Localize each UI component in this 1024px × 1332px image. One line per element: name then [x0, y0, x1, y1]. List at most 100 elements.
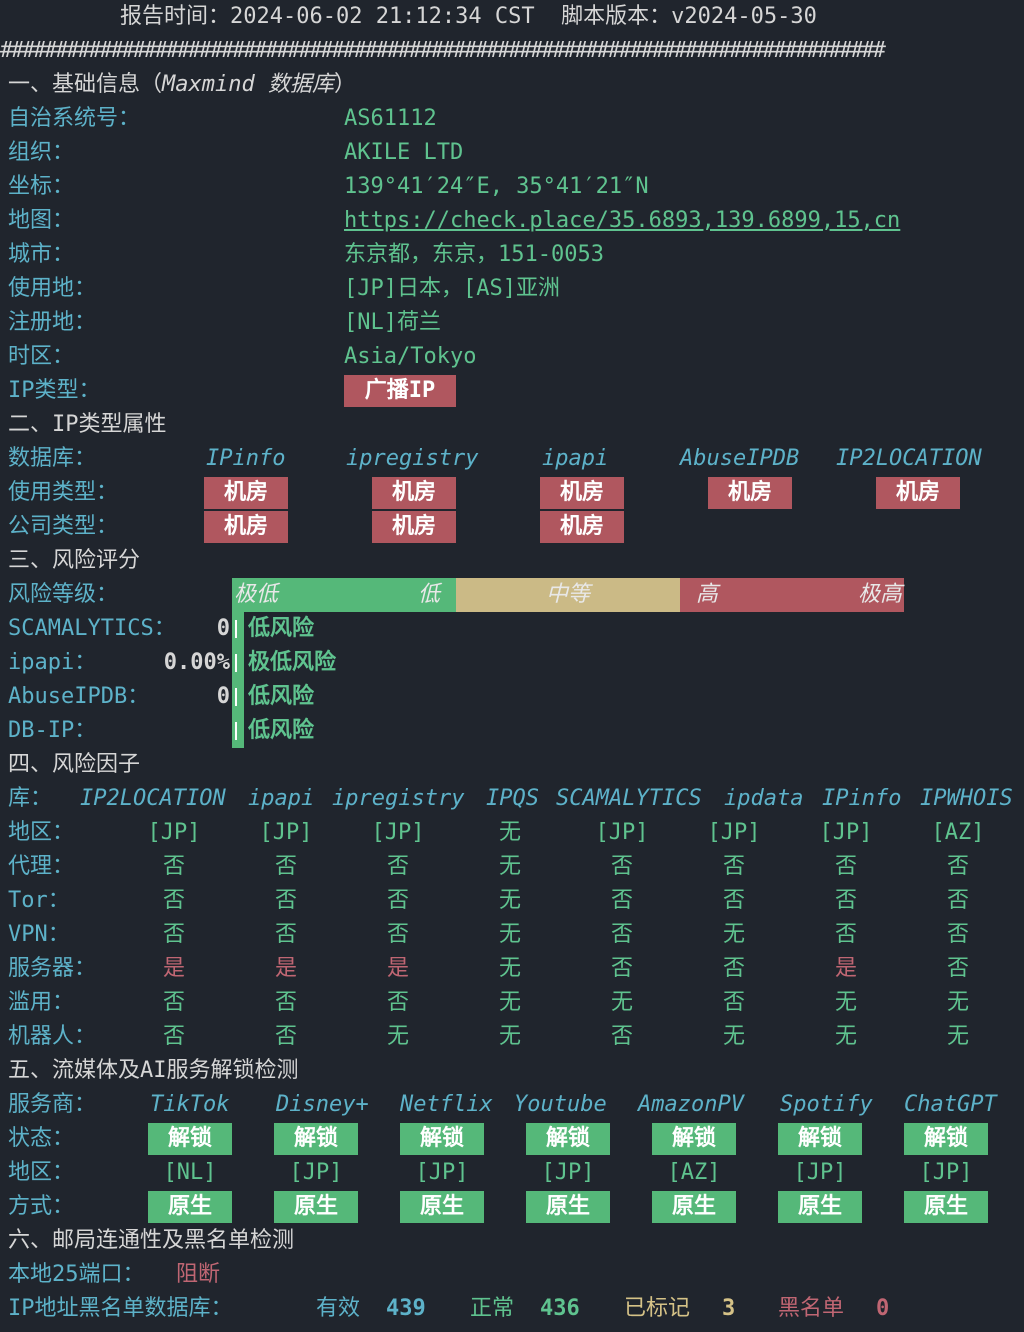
- section-risk-title: 三、风险评分: [0, 544, 1024, 578]
- factor-cell: 否: [386, 854, 409, 879]
- status-badge: 解锁: [778, 1123, 862, 1155]
- count-valid: 439: [386, 1296, 426, 1321]
- factor-cell: 否: [946, 956, 969, 981]
- section-title-source: Maxmind 数据库: [162, 72, 334, 97]
- scale-very-high: 极高: [857, 582, 902, 607]
- label-ipapi: ipapi：: [8, 650, 97, 675]
- company-badge: 机房: [372, 511, 456, 543]
- status-badge: 解锁: [400, 1123, 484, 1155]
- label-dbip: DB-IP：: [8, 718, 97, 743]
- factor-cell: 否: [274, 1024, 297, 1049]
- section-title: 六、邮局连通性及黑名单检测: [8, 1228, 295, 1253]
- factor-cell: 无: [722, 922, 745, 947]
- row-risk-dbip: DB-IP： 低风险: [0, 714, 1024, 748]
- row-databases: 数据库： IPinfo ipregistry ipapi AbuseIPDB I…: [0, 442, 1024, 476]
- label-abuseipdb: AbuseIPDB：: [8, 684, 150, 709]
- factor-cell: 否: [274, 990, 297, 1015]
- label-region: 地区：: [8, 1160, 75, 1185]
- row-risk-abuseipdb: AbuseIPDB： 0 低风险: [0, 680, 1024, 714]
- row-port25: 本地25端口： 阻断: [0, 1258, 1024, 1292]
- label-org: 组织：: [8, 140, 75, 165]
- factor-label: 滥用：: [8, 990, 75, 1015]
- label-ip-type: IP类型：: [8, 378, 101, 403]
- row-registered: 注册地： [NL]荷兰: [0, 306, 1024, 340]
- factor-cell: 无: [946, 990, 969, 1015]
- factor-cell: 无: [386, 1024, 409, 1049]
- method-badge: 原生: [904, 1191, 988, 1223]
- factor-cell: 否: [386, 990, 409, 1015]
- factor-cell: 否: [610, 956, 633, 981]
- row-unlock-status: 状态： 解锁 解锁 解锁 解锁 解锁 解锁 解锁: [0, 1122, 1024, 1156]
- region-value: [JP]: [919, 1160, 973, 1185]
- row-asn: 自治系统号： AS61112: [0, 102, 1024, 136]
- risk-bar: [232, 612, 244, 646]
- method-badge: 原生: [274, 1191, 358, 1223]
- row-media-methods: 方式： 原生 原生 原生 原生 原生 原生 原生: [0, 1190, 1024, 1224]
- factor-label: 地区：: [8, 820, 75, 845]
- factor-cell: 否: [162, 888, 185, 913]
- factor-row: 滥用：否否否无无否无无: [0, 986, 1024, 1020]
- scale-high: 高: [696, 582, 719, 607]
- section-title: 三、风险评分: [8, 548, 141, 573]
- count-normal: 436: [540, 1296, 580, 1321]
- label-usage-type: 使用类型：: [8, 480, 119, 505]
- label-valid: 有效: [316, 1296, 361, 1321]
- score-scamalytics: 0: [216, 616, 230, 641]
- risk-bar: [232, 680, 244, 714]
- factor-cell: 否: [274, 854, 297, 879]
- status-badge: 解锁: [148, 1123, 232, 1155]
- label-coords: 坐标：: [8, 174, 75, 199]
- factor-cell: [JP]: [819, 820, 873, 845]
- company-badge: 机房: [204, 511, 288, 543]
- risk-bar: [232, 646, 244, 680]
- factor-cell: 是: [386, 956, 409, 981]
- row-usage-location: 使用地： [JP]日本，[AS]亚洲: [0, 272, 1024, 306]
- scale-very-low: 极低: [234, 582, 279, 607]
- factor-cell: 否: [722, 854, 745, 879]
- factor-cell: 否: [610, 922, 633, 947]
- ip-type-badge: 广播IP: [344, 375, 456, 407]
- label-city: 城市：: [8, 242, 75, 267]
- risk-text: 低风险: [248, 718, 315, 743]
- risk-text: 低风险: [248, 616, 315, 641]
- label-registered: 注册地：: [8, 310, 97, 335]
- map-link[interactable]: https://check.place/35.6893,139.6899,15,…: [344, 208, 901, 233]
- method-badge: 原生: [400, 1191, 484, 1223]
- label-providers: 服务商：: [8, 1092, 97, 1117]
- row-company-type: 公司类型： 机房 机房 机房: [0, 510, 1024, 544]
- status-badge: 解锁: [652, 1123, 736, 1155]
- factor-cell: 否: [162, 1024, 185, 1049]
- score-ipapi: 0.00%: [163, 650, 230, 675]
- factor-cell: 否: [946, 922, 969, 947]
- label-blacklist: IP地址黑名单数据库：: [8, 1296, 233, 1321]
- factor-row: 机器人：否否无无否无无无: [0, 1020, 1024, 1054]
- region-value: [NL]: [163, 1160, 217, 1185]
- factor-row: Tor：否否否无否否否否: [0, 884, 1024, 918]
- risk-scale-medium-segment: 中等: [456, 578, 680, 612]
- factor-cell: 否: [722, 888, 745, 913]
- factor-cell: 否: [386, 888, 409, 913]
- factor-label: VPN：: [8, 922, 70, 947]
- db-ipapi: ipapi: [542, 446, 609, 471]
- report-header: 报告时间：2024-06-02 21:12:34 CST 脚本版本：v2024-…: [0, 0, 1024, 34]
- factor-label: 机器人：: [8, 1024, 97, 1049]
- label-port25: 本地25端口：: [8, 1262, 145, 1287]
- label-normal: 正常: [470, 1296, 515, 1321]
- row-factor-sources: 库： IP2LOCATION ipapi ipregistry IPQS SCA…: [0, 782, 1024, 816]
- row-media-regions: 地区： [NL] [JP] [JP] [JP] [AZ] [JP] [JP]: [0, 1156, 1024, 1190]
- row-map: 地图： https://check.place/35.6893,139.6899…: [0, 204, 1024, 238]
- factor-cell: 否: [610, 1024, 633, 1049]
- factor-cell: 无: [498, 820, 521, 845]
- factor-cell: 否: [162, 990, 185, 1015]
- company-badge: 机房: [540, 511, 624, 543]
- section-mail-title: 六、邮局连通性及黑名单检测: [0, 1224, 1024, 1258]
- factor-cell: 无: [610, 990, 633, 1015]
- factor-label: Tor：: [8, 888, 70, 913]
- risk-text: 低风险: [248, 684, 315, 709]
- section-iptype-title: 二、IP类型属性: [0, 408, 1024, 442]
- factor-label: 服务器：: [8, 956, 97, 981]
- status-badge: 解锁: [904, 1123, 988, 1155]
- factor-cell: 无: [498, 888, 521, 913]
- provider-tiktok: TikTok: [150, 1092, 230, 1117]
- factor-cell: [JP]: [595, 820, 649, 845]
